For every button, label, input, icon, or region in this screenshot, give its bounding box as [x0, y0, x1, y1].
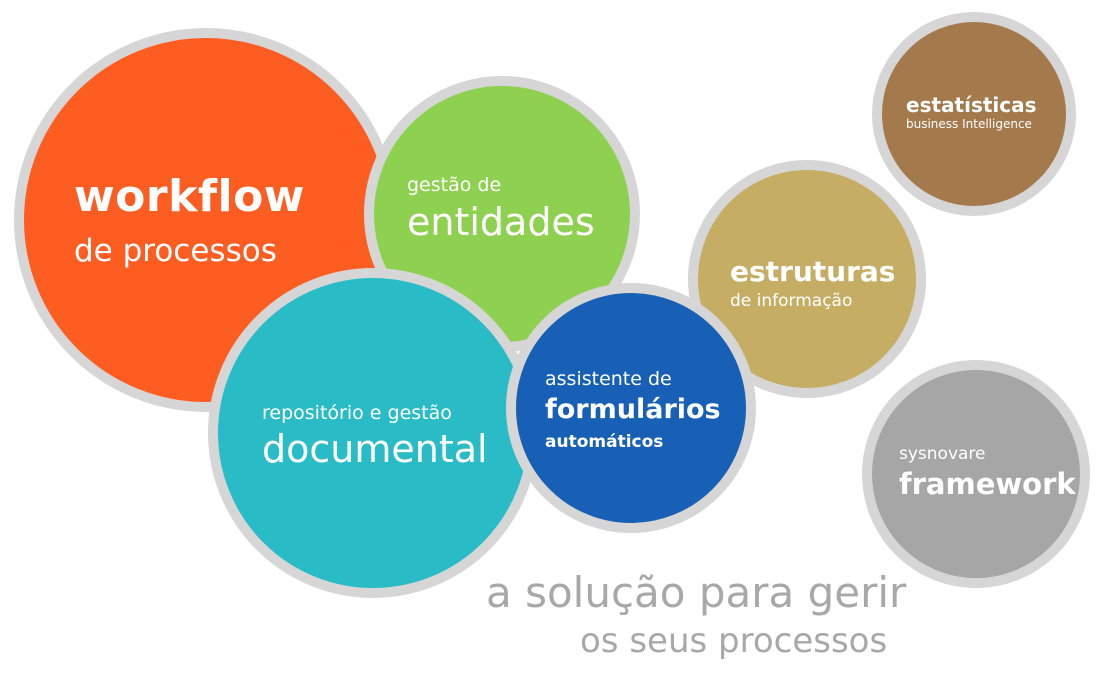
workflow-title: workflow: [74, 171, 305, 222]
slogan-line-1: a solução para gerir: [486, 568, 907, 617]
bubble-estatisticas: [872, 12, 1076, 216]
documental-prefix: repositório e gestão: [262, 402, 452, 424]
entidades-prefix: gestão de: [407, 174, 502, 196]
formularios-title: formulários: [545, 394, 721, 425]
bubble-framework: [862, 360, 1090, 588]
formularios-subtitle: automáticos: [545, 432, 664, 452]
estruturas-title: estruturas: [730, 255, 896, 288]
bubble-documental: [208, 268, 538, 598]
documental-title: documental: [262, 427, 488, 471]
workflow-subtitle: de processos: [74, 233, 277, 269]
estruturas-subtitle: de informação: [730, 291, 853, 311]
entidades-title: entidades: [407, 200, 595, 244]
framework-prefix: sysnovare: [899, 444, 986, 464]
bubble-estruturas: [688, 160, 926, 398]
estatisticas-subtitle: business Intelligence: [906, 117, 1032, 131]
bubble-formularios: [506, 283, 756, 533]
estatisticas-title: estatísticas: [906, 93, 1037, 117]
formularios-prefix: assistente de: [545, 368, 672, 390]
slogan-line-2: os seus processos: [580, 621, 888, 661]
framework-title: framework: [899, 467, 1076, 501]
